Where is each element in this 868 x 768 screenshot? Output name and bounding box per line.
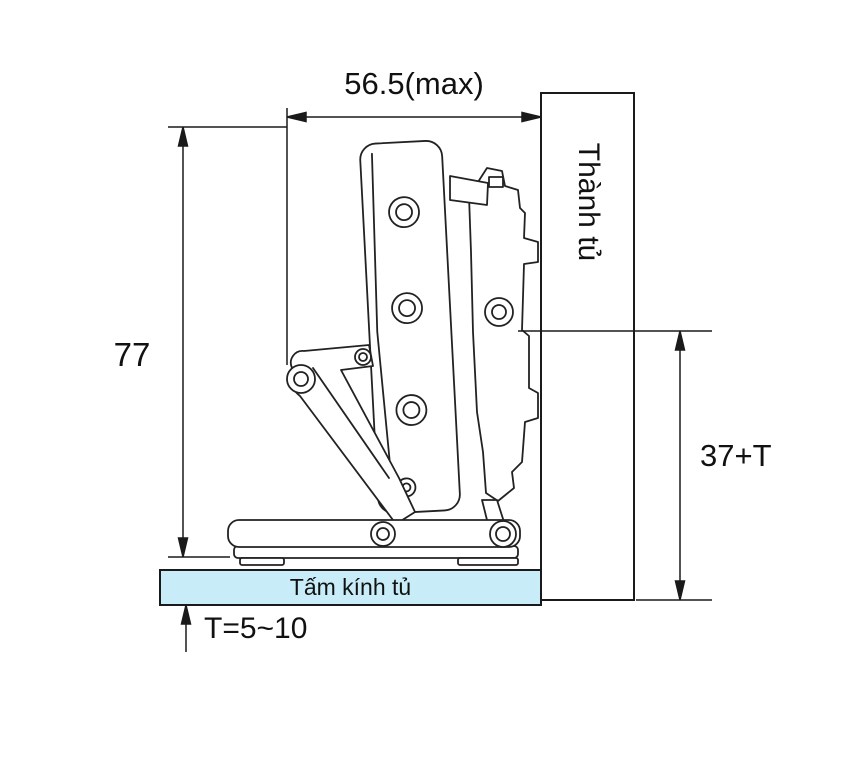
- arrowhead-top-left: [286, 111, 307, 123]
- hinge-base-pad-right: [457, 557, 519, 566]
- hinge-plate-screw-inner: [491, 304, 507, 320]
- hinge-screw-hole-1-inner: [395, 203, 413, 222]
- hinge-top-connector: [449, 175, 489, 206]
- arrowhead-37t-up: [674, 330, 686, 351]
- hinge-base-rivet-2-inner: [495, 526, 511, 542]
- arrowhead-77-up: [177, 126, 189, 147]
- hinge-base-rivet-1-inner: [376, 527, 390, 541]
- hinge-drawing: [227, 140, 539, 566]
- dimension-lines: [168, 108, 712, 652]
- glass-thickness-label: T=5~10: [204, 612, 308, 645]
- cabinet-side-panel: [540, 92, 635, 601]
- hinge-screw-hole-2-inner: [398, 299, 416, 318]
- hinge-screw-hole-3-inner: [402, 401, 421, 419]
- glass-panel: [159, 569, 542, 606]
- dimension-top-width-label: 56.5(max): [344, 66, 484, 101]
- arrowhead-top-right: [521, 111, 542, 123]
- arrowhead-thickness-up: [180, 604, 192, 625]
- glass-panel-label: Tấm kính tủ: [289, 574, 412, 600]
- hinge-main-plate-contour: [371, 152, 392, 471]
- hinge-plate-detail: [488, 176, 504, 188]
- dimension-left-height-label: 77: [113, 336, 151, 373]
- hinge-base-pad-left: [239, 557, 285, 566]
- hinge-lever-arm-edge: [312, 367, 390, 479]
- hinge-mounting-plate: [468, 167, 539, 502]
- dimension-right-height-label: 37+T: [700, 438, 772, 473]
- arrowhead-37t-down: [674, 580, 686, 601]
- arrowhead-77-down: [177, 537, 189, 558]
- hinge-arm-pivot-inner: [293, 371, 309, 387]
- cabinet-side-panel-label: Thành tủ: [572, 142, 605, 262]
- hinge-arm-joint-inner: [358, 352, 368, 362]
